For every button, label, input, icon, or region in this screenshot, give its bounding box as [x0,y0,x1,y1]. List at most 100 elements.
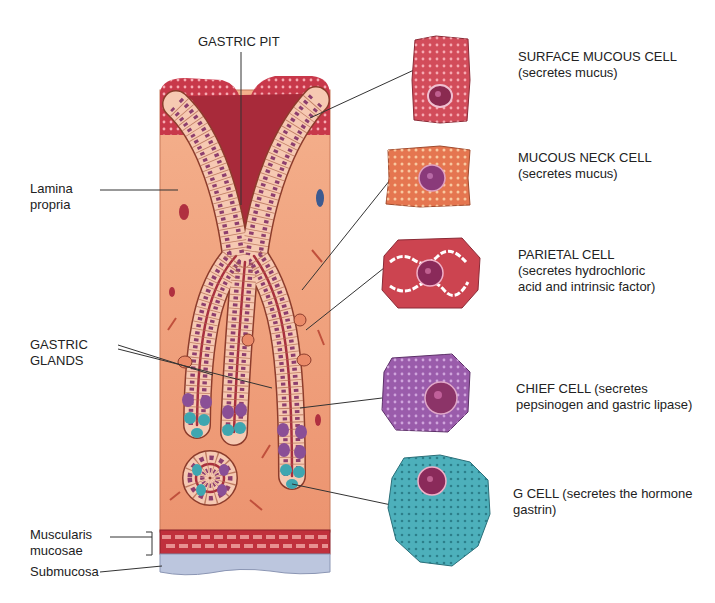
gland-epithelium [176,104,236,256]
gland-epithelium [254,256,292,476]
lamina-propria [168,250,324,510]
gland-epithelium [176,104,236,256]
surface-mucous-cell-drawing [435,91,441,97]
leader-lines [100,52,414,572]
cell-type-box: CHIEF CELL (secretes pepsinogen and gast… [382,354,470,432]
cell-type-box: MUCOUS NECK CELL(secretes mucus) [386,146,470,207]
gland-epithelium [176,104,236,256]
leader-lines [118,345,213,375]
gland-epithelium [176,100,316,492]
surface-mucous-cell-drawing [412,36,470,123]
parietal-cells-in-gland [297,354,311,366]
surface-mucous-cell-drawing [412,36,470,123]
chief-cells-in-gland [277,423,289,437]
part-label: GASTRIC GLANDS [30,337,116,369]
chief-cells-in-gland [278,443,290,457]
chief-cells-in-gland [182,393,194,407]
cell-caption: MUCOUS NECK CELL(secretes mucus) [518,150,710,182]
gland-epithelium [254,256,292,476]
leader-lines [100,566,162,572]
leader-lines [118,349,272,388]
gland-epithelium [254,100,316,256]
g-cells-in-gland [184,412,305,496]
chief-cells-in-gland [182,393,307,496]
leader-lines [241,52,242,205]
g-cells-in-gland [222,424,234,436]
cell-name: CHIEF CELL (secretes pepsinogen and gast… [516,381,696,413]
surface-mucous-cell-drawing [412,36,470,123]
chief-cells-in-gland [200,395,212,409]
mucous-neck-cell-drawing [386,146,470,207]
chief-cells-in-gland [217,484,227,496]
leader-lines [292,484,396,506]
cell-type-box: SURFACE MUCOUS CELL(secretes mucus) [412,36,470,123]
leader-lines [110,537,152,538]
g-cells-in-gland [198,414,210,426]
mucous-neck-cell-drawing [386,146,470,207]
cell-name: MUCOUS NECK CELL [518,150,710,166]
parietal-cell-drawing [382,238,480,308]
gland-epithelium [254,100,316,256]
g-cell-drawing [418,467,446,495]
part-label: Lamina propria [30,181,102,213]
parietal-cell-drawing [425,268,431,274]
leader-lines [300,398,382,408]
gland-epithelium [176,100,316,492]
g-cells-in-gland [293,466,305,478]
muscularis-mucosae-layer [160,530,330,554]
cell-function: (secretes hydrochloric acid and intrinsi… [518,263,672,295]
g-cells-in-gland [234,422,246,434]
chief-cells-in-gland [294,445,306,459]
lamina-propria [179,204,189,220]
g-cells-in-gland [192,464,202,476]
gland-epithelium [254,100,316,256]
g-cells-in-gland [196,484,206,496]
muscularis-mucosae-layer [160,530,330,554]
leader-lines [310,70,414,118]
mucous-neck-cell-drawing [419,165,445,191]
mucous-neck-cell-drawing [427,173,433,179]
lamina-propria [160,90,330,532]
gland-epithelium [254,100,316,256]
g-cells-in-gland [280,464,292,476]
lamina-propria [160,90,330,532]
cell-function: (secretes mucus) [518,65,710,81]
chief-cell-drawing [425,382,457,414]
mucous-neck-cell-drawing [386,146,470,207]
chief-cell-drawing [434,391,442,399]
part-label: GASTRIC PIT [198,34,308,50]
chief-cell-drawing [382,354,470,432]
leader-lines [100,190,178,191]
parietal-cell-drawing [417,260,443,286]
submucosa-layer [160,554,330,575]
chief-cell-drawing [382,354,470,432]
parietal-cells-in-gland [178,314,311,368]
gland-epithelium [176,100,316,492]
cell-caption: CHIEF CELL (secretes pepsinogen and gast… [516,381,696,413]
gland-epithelium [176,100,316,492]
gland-epithelium [254,100,316,256]
cell-name: PARIETAL CELL [518,247,672,263]
chief-cells-in-gland [219,464,229,476]
gland-epithelium [254,256,292,476]
submucosa-layer [160,554,330,575]
g-cells-in-gland [191,428,203,438]
gland-epithelium [176,100,316,492]
gland-epithelium [176,104,236,256]
muscularis-mucosae-layer [166,544,328,548]
muscularis-mucosae-layer [162,535,328,539]
gland-epithelium [254,256,292,476]
lamina-propria [315,414,321,426]
chief-cells-in-gland [295,425,307,439]
g-cell-drawing [388,455,490,566]
gland-epithelium [254,256,292,476]
leader-lines [146,532,152,555]
cell-caption: G CELL (secretes the hormone gastrin) [513,486,693,518]
cell-type-box: G CELL (secretes the hormone gastrin) [388,455,490,566]
parietal-cells-in-gland [242,334,254,346]
g-cell-drawing [427,476,433,482]
cell-caption: PARIETAL CELL(secretes hydrochloric acid… [518,247,672,295]
